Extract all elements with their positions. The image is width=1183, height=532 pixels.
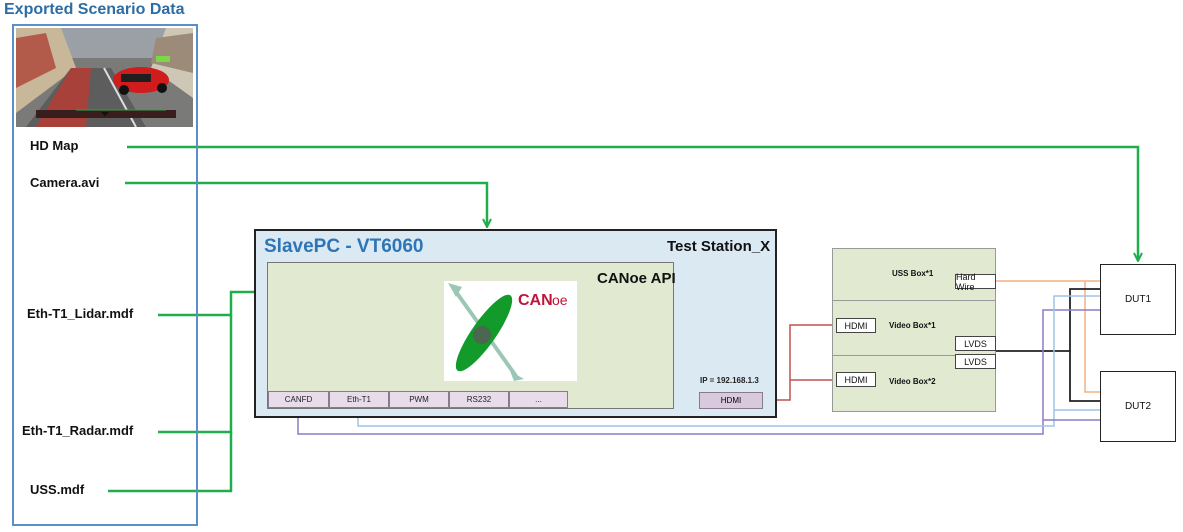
port-canfd: CANFD [268,391,329,408]
wire-lvds [996,288,1100,352]
port-rs232: RS232 [449,391,509,408]
diagram-title: Exported Scenario Data [4,1,185,18]
exported-data-frame [12,24,198,526]
port-more: ... [509,391,568,408]
wire-uss [108,432,233,493]
test-station-label: Test Station_X [667,238,771,255]
box-divider [832,300,996,301]
ip-address: IP = 192.168.1.3 [700,376,759,385]
file-radar: Eth-T1_Radar.mdf [22,423,134,438]
scenario-screenshot [16,28,193,127]
lvds-tag-1: LVDS [955,336,996,351]
logo-oe-text: oe [552,292,568,308]
wire-hdmap-dut1 [127,145,1138,260]
wire-camera-slave [125,181,487,226]
file-uss: USS.mdf [30,482,85,497]
dut2-box: DUT2 [1100,371,1176,442]
logo-can-text: CAN [518,292,553,309]
canoe-api-label: CANoe API [597,270,676,287]
wire-lvds-2 [1069,351,1100,402]
hard-wire-tag: Hard Wire [955,272,996,292]
hdmi-in-2: HDMI [836,372,876,387]
uss-box-label: USS Box*1 [892,269,934,278]
wire-hardwire-dut2 [1084,281,1100,393]
box-divider [832,355,996,356]
file-lidar: Eth-T1_Lidar.mdf [27,306,134,321]
file-camera: Camera.avi [30,175,100,190]
dut1-box: DUT1 [1100,264,1176,335]
hdmi-output-port: HDMI [699,392,763,409]
wire-canfd [297,309,1100,435]
slave-pc-title: SlavePC - VT6060 [264,236,424,257]
port-pwm: PWM [389,391,449,408]
canoe-logo: CAN oe [444,281,577,381]
video-box-2-label: Video Box*2 [889,377,936,386]
wire-eth [357,295,1100,427]
file-hd-map: HD Map [30,138,79,153]
port-eth-t1: Eth-T1 [329,391,389,408]
video-box-1-label: Video Box*1 [889,321,936,330]
lvds-tag-2: LVDS [955,354,996,369]
hdmi-in-1: HDMI [836,318,876,333]
